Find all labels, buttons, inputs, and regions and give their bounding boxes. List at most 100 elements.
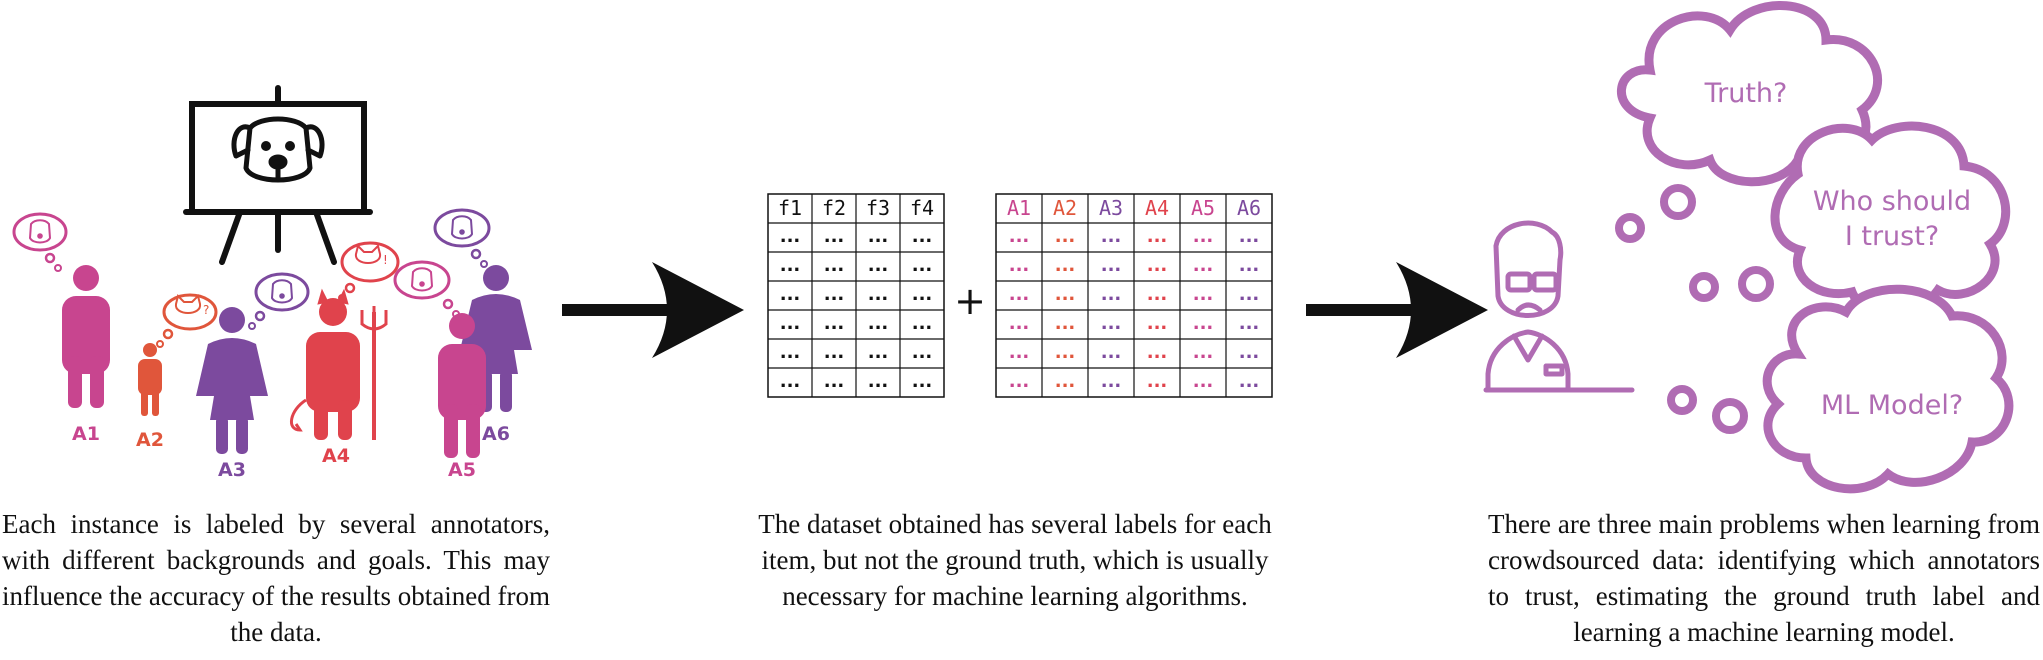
feature-table: f1 f2 f3 f4................................… — [767, 193, 945, 398]
label-table-cell: ... — [1055, 284, 1076, 305]
label-table-cell: ... — [1147, 284, 1168, 305]
cloud-text-truth: Truth? — [1704, 78, 1788, 109]
label-table: A1 A2 A3 A4 A5 A6............................… — [995, 193, 1273, 398]
label-table-cell: ... — [1239, 313, 1260, 334]
feature-table-cell: ... — [824, 284, 845, 305]
label-table-header-cell: A1 — [1007, 196, 1031, 220]
feature-table-cell: ... — [912, 342, 933, 363]
annotator-label-a5: A5 — [448, 459, 476, 481]
label-table-cell: ... — [1009, 313, 1030, 334]
thought-bubble-dog-a6 — [433, 208, 491, 268]
label-table-cell: ... — [1193, 284, 1214, 305]
feature-table-cell: ... — [780, 371, 801, 392]
label-table-cell: ... — [1239, 255, 1260, 276]
label-table-cell: ... — [1147, 313, 1168, 334]
caption-annotators: Each instance is labeled by several anno… — [2, 509, 551, 647]
feature-table-cell: ... — [824, 255, 845, 276]
label-table-header-cell: A3 — [1099, 196, 1123, 220]
dog-icon — [28, 219, 52, 244]
label-table-header-cell: A2 — [1053, 196, 1077, 220]
feature-table-cell: ... — [912, 284, 933, 305]
thought-dots — [1615, 184, 1774, 434]
feature-table-cell: ... — [780, 255, 801, 276]
thought-bubble-dog-a5 — [393, 260, 460, 318]
feature-table-cell: ... — [912, 255, 933, 276]
feature-table-cell: ... — [868, 255, 889, 276]
feature-table-header-cell: f2 — [822, 196, 846, 220]
label-table-cell: ... — [1055, 226, 1076, 247]
label-table-header-cell: A6 — [1237, 196, 1261, 220]
caption-dataset: The dataset obtained has several labels … — [758, 509, 1272, 611]
label-table-cell: ... — [1055, 255, 1076, 276]
dog-icon — [410, 267, 434, 292]
label-table-cell: ... — [1101, 284, 1122, 305]
feature-table-cell: ... — [824, 226, 845, 247]
cat-icon — [355, 244, 381, 264]
feature-table-cell: ... — [868, 226, 889, 247]
label-table-cell: ... — [1193, 342, 1214, 363]
feature-table-cell: ... — [780, 342, 801, 363]
feature-table-cell: ... — [824, 371, 845, 392]
label-table-cell: ... — [1147, 371, 1168, 392]
feature-table-cell: ... — [868, 371, 889, 392]
label-table-cell: ... — [1009, 342, 1030, 363]
annotator-label-a1: A1 — [72, 423, 100, 445]
label-table-cell: ... — [1055, 313, 1076, 334]
label-table-cell: ... — [1239, 342, 1260, 363]
thought-cloud-ml-model: ML Model? — [1762, 284, 2014, 494]
thought-cloud-trust: Who should I trust? — [1770, 121, 2010, 317]
feature-table-cell: ... — [824, 313, 845, 334]
caption-problems: There are three main problems when learn… — [1488, 509, 2040, 647]
label-table-cell: ... — [1193, 255, 1214, 276]
arrow-right-icon — [562, 262, 744, 358]
feature-table-cell: ... — [780, 313, 801, 334]
confused-person-icon — [1483, 220, 1635, 393]
label-table-cell: ... — [1101, 342, 1122, 363]
thought-bubble-dog-a3 — [248, 272, 310, 330]
plus-sign: + — [954, 279, 986, 323]
cat-icon — [175, 294, 201, 314]
annotator-a4-figure — [290, 288, 388, 440]
dog-icon — [231, 116, 325, 183]
label-table-header-cell: A5 — [1191, 196, 1215, 220]
label-table-cell: ... — [1009, 226, 1030, 247]
label-table-cell: ... — [1101, 226, 1122, 247]
label-table-cell: ... — [1147, 226, 1168, 247]
label-table-cell: ... — [1193, 226, 1214, 247]
label-table-cell: ... — [1239, 371, 1260, 392]
label-table-cell: ... — [1239, 284, 1260, 305]
feature-table-cell: ... — [912, 226, 933, 247]
thought-mark: ? — [203, 303, 209, 317]
thought-bubble-dog-a1 — [12, 212, 68, 272]
feature-table-header-cell: f1 — [778, 196, 802, 220]
feature-table-header-cell: f4 — [910, 196, 934, 220]
feature-table-cell: ... — [868, 313, 889, 334]
arrow-right-icon — [1306, 262, 1488, 358]
label-table-cell: ... — [1147, 255, 1168, 276]
dog-icon — [270, 279, 294, 304]
annotator-a3-figure — [196, 307, 268, 454]
label-table-cell: ... — [1193, 371, 1214, 392]
annotator-label-a6: A6 — [482, 423, 510, 445]
feature-table-cell: ... — [912, 371, 933, 392]
label-table-cell: ... — [1009, 284, 1030, 305]
label-table-cell: ... — [1101, 371, 1122, 392]
label-table-header-cell: A4 — [1145, 196, 1169, 220]
label-table-cell: ... — [1009, 371, 1030, 392]
label-table-cell: ... — [1101, 313, 1122, 334]
feature-table-cell: ... — [780, 284, 801, 305]
label-table-cell: ... — [1055, 342, 1076, 363]
annotator-label-a4: A4 — [322, 445, 350, 467]
annotator-a1-figure — [62, 265, 110, 408]
thought-bubble-cat-a4: ! — [338, 241, 400, 302]
feature-table-cell: ... — [868, 342, 889, 363]
annotator-a5-figure — [438, 313, 486, 458]
label-table-cell: ... — [1239, 226, 1260, 247]
annotator-label-a3: A3 — [218, 459, 246, 481]
feature-table-cell: ... — [824, 342, 845, 363]
label-table-cell: ... — [1193, 313, 1214, 334]
cloud-text-i-trust: I trust? — [1845, 221, 1939, 252]
feature-table-header-cell: f3 — [866, 196, 890, 220]
label-table-cell: ... — [1101, 255, 1122, 276]
